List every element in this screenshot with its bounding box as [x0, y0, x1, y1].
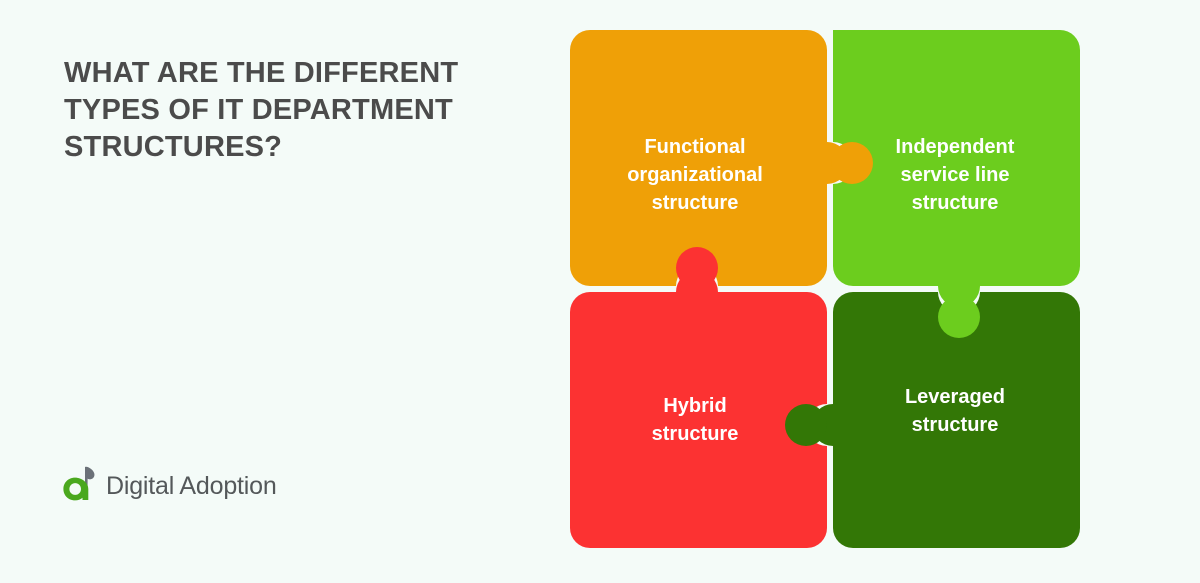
- puzzle-piece-hybrid-structure[interactable]: [570, 271, 827, 548]
- puzzle-svg: [570, 30, 1080, 548]
- connector-lightgreen-tab-down: [938, 282, 980, 338]
- digital-adoption-a-leaf-icon: [63, 466, 95, 501]
- brand-name-label: Digital Adoption: [106, 471, 277, 500]
- connector-darkgreen-tab-left: [785, 404, 835, 446]
- puzzle-piece-leveraged-structure[interactable]: [812, 292, 1080, 548]
- connector-red-tab-up: [676, 247, 718, 298]
- puzzle-piece-functional-organizational-structure[interactable]: [570, 30, 848, 286]
- puzzle-piece-independent-service-line-structure[interactable]: [833, 30, 1080, 307]
- page-title: What are the different types of IT depar…: [64, 57, 459, 163]
- puzzle-diagram: Functional organizational structure Inde…: [560, 20, 1100, 565]
- brand-logo: Digital Adoption: [62, 466, 277, 506]
- connector-orange-tab-right: [819, 142, 873, 184]
